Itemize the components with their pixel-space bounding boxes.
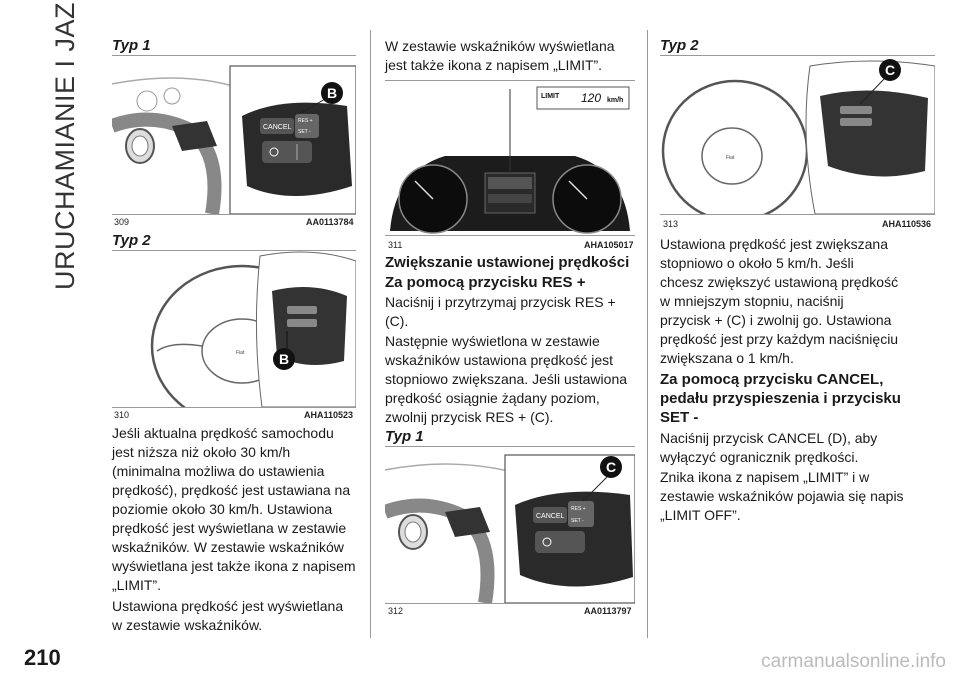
figure-number: 312 <box>388 606 404 616</box>
svg-text:Fiat: Fiat <box>726 155 735 161</box>
heading-cancel-button: Za pomocą przycisku CANCEL,pedału przysp… <box>660 371 901 426</box>
svg-text:C: C <box>606 459 616 475</box>
typ1-label: Typ 1 <box>112 37 151 54</box>
svg-text:CANCEL: CANCEL <box>263 124 292 131</box>
svg-text:Fiat: Fiat <box>236 350 245 356</box>
figure-number: 313 <box>663 219 679 229</box>
figure-number: 309 <box>114 217 130 227</box>
figure-code: AHA110536 <box>882 219 932 229</box>
svg-text:B: B <box>327 85 337 101</box>
svg-text:RES +: RES + <box>298 118 313 124</box>
svg-text:LIMIT: LIMIT <box>541 93 560 100</box>
svg-text:SET -: SET - <box>298 129 311 135</box>
heading-increase-speed: Zwiększanie ustawionej prędkości <box>385 254 630 271</box>
column-divider <box>370 30 371 638</box>
figure-code: AA0113797 <box>584 606 632 616</box>
figure-313: Fiat C <box>660 55 935 215</box>
svg-text:RES +: RES + <box>571 506 586 512</box>
chapter-side-title: URUCHAMIANIE I JAZDA <box>50 0 80 290</box>
svg-text:km/h: km/h <box>607 97 623 104</box>
typ2-label: Typ 2 <box>660 37 699 54</box>
figure-311: LIMIT 120 km/h <box>385 80 635 236</box>
paragraph-press-res: Naciśnij i przytrzymaj przycisk RES +(C)… <box>385 294 616 329</box>
page-number: 210 <box>24 645 61 670</box>
svg-text:SET -: SET - <box>571 518 584 524</box>
column-divider <box>647 30 648 638</box>
figure-code: AHA110523 <box>304 410 354 420</box>
typ2-label: Typ 2 <box>112 232 151 249</box>
svg-text:B: B <box>279 351 289 367</box>
svg-text:120: 120 <box>581 91 601 105</box>
watermark: carmanualsonline.info <box>761 651 946 672</box>
svg-text:C: C <box>885 62 895 78</box>
figure-code: AHA105017 <box>584 240 634 250</box>
heading-res-button: Za pomocą przycisku RES + <box>385 274 586 291</box>
figure-312: CANCEL RES + SET - C <box>385 446 635 604</box>
svg-text:CANCEL: CANCEL <box>536 513 565 520</box>
figure-310: Fiat B <box>112 250 356 408</box>
figure-309: CANCEL RES + SET - B <box>112 55 356 215</box>
typ1-label: Typ 1 <box>385 428 424 445</box>
figure-number: 310 <box>114 410 130 420</box>
figure-code: AA0113784 <box>306 217 354 227</box>
figure-number: 311 <box>388 240 403 250</box>
